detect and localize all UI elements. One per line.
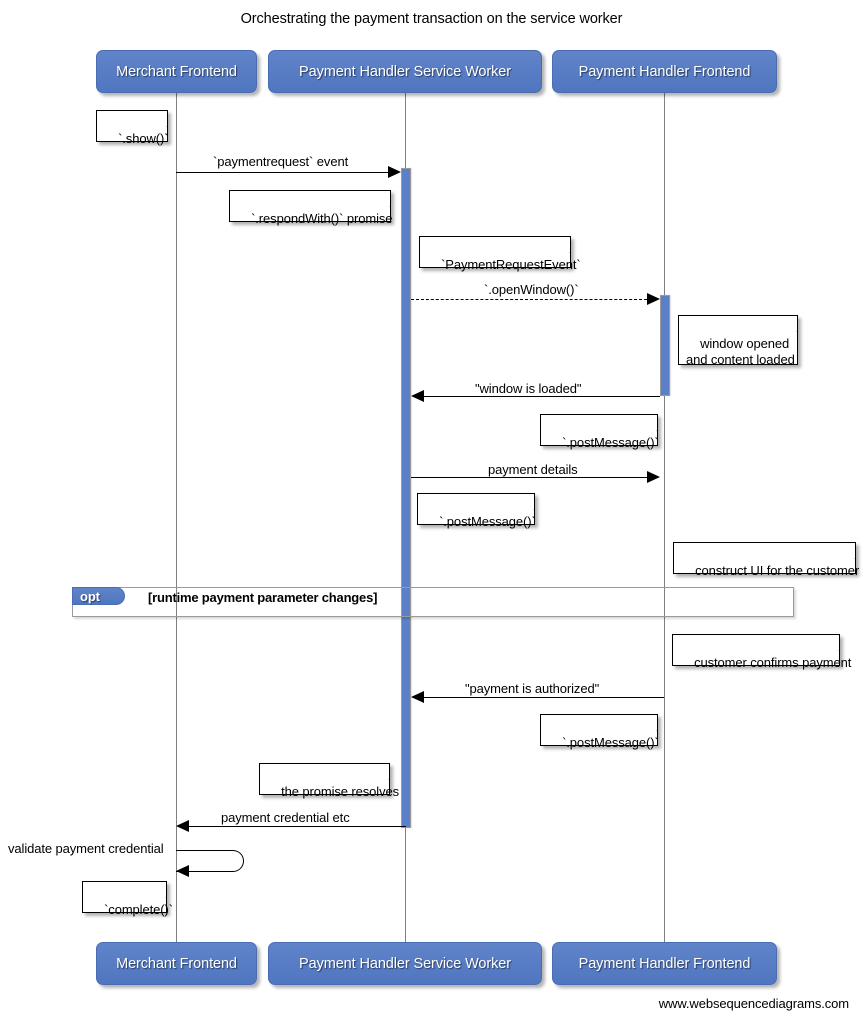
arrow-head-paymentrequest: [388, 165, 401, 178]
note-complete-text: `complete()`: [104, 902, 173, 917]
message-line-payment-credential: [189, 826, 406, 827]
note-customer-confirms: customer confirms payment: [672, 634, 851, 670]
message-label-validate-credential: validate payment credential: [8, 841, 164, 856]
actor-footer-payment-handler-frontend[interactable]: Payment Handler Frontend: [552, 942, 777, 985]
note-fold-icon: [150, 882, 166, 898]
note-postmessage-1: `.postMessage()`: [540, 414, 659, 450]
note-postmessage-2-text: `.postMessage()`: [439, 514, 536, 529]
note-customer-confirms-text: customer confirms payment: [694, 655, 852, 670]
note-show: `.show()`: [96, 110, 169, 146]
message-line-paymentrequest: [176, 172, 388, 173]
actor-header-service-worker[interactable]: Payment Handler Service Worker: [268, 50, 542, 93]
activation-payment-handler-frontend: [660, 295, 670, 396]
note-fold-icon: [554, 237, 570, 253]
note-postmessage-1-text: `.postMessage()`: [562, 435, 659, 450]
lifeline-merchant: [176, 93, 177, 943]
message-label-payment-details: payment details: [488, 462, 578, 477]
fragment-opt-guard: [runtime payment parameter changes]: [148, 590, 378, 605]
page-title: Orchestrating the payment transaction on…: [240, 11, 623, 27]
note-promise-resolves-text: the promise resolves: [281, 784, 400, 799]
message-line-window-is-loaded: [424, 396, 660, 397]
note-fold-icon: [641, 415, 657, 431]
note-fold-icon: [641, 715, 657, 731]
arrow-head-payment-authorized: [411, 690, 424, 703]
message-label-payment-authorized: "payment is authorized": [465, 681, 600, 696]
note-paymentrequestevent-text: `PaymentRequestEvent`: [441, 257, 581, 272]
note-show-text: `.show()`: [118, 131, 169, 146]
note-fold-icon: [839, 543, 855, 559]
note-postmessage-3: `.postMessage()`: [540, 714, 659, 750]
actor-footer-service-worker[interactable]: Payment Handler Service Worker: [268, 942, 542, 985]
arrow-head-validate-credential: [176, 864, 189, 877]
actor-header-service-worker-label: Payment Handler Service Worker: [299, 63, 511, 80]
message-line-payment-authorized: [424, 697, 664, 698]
note-promise-resolves: the promise resolves: [259, 763, 399, 799]
note-fold-icon: [151, 111, 167, 127]
arrow-head-openwindow: [647, 292, 660, 305]
actor-header-payment-handler-frontend-label: Payment Handler Frontend: [578, 63, 751, 80]
note-respondwith: `.respondWith()` promise: [229, 190, 393, 226]
message-label-openwindow: `.openWindow()`: [484, 282, 579, 297]
fragment-opt-operator: opt: [80, 588, 100, 604]
actor-footer-payment-handler-frontend-label: Payment Handler Frontend: [578, 955, 751, 972]
note-fold-icon: [374, 191, 390, 207]
note-respondwith-text: `.respondWith()` promise: [251, 211, 393, 226]
actor-header-merchant[interactable]: Merchant Frontend: [96, 50, 257, 93]
note-construct-ui-text: construct UI for the customer: [695, 563, 860, 578]
note-paymentrequestevent: `PaymentRequestEvent`: [419, 236, 581, 272]
activation-service-worker: [401, 168, 411, 828]
note-complete: `complete()`: [82, 881, 173, 917]
fragment-opt-tab[interactable]: opt: [72, 587, 125, 605]
note-window-opened-text: window opened and content loaded: [686, 336, 795, 367]
message-label-payment-credential: payment credential etc: [221, 810, 350, 825]
arrow-head-payment-credential: [176, 819, 189, 832]
note-fold-icon: [373, 764, 389, 780]
actor-header-payment-handler-frontend[interactable]: Payment Handler Frontend: [552, 50, 777, 93]
message-label-window-is-loaded: "window is loaded": [475, 381, 582, 396]
actor-header-merchant-label: Merchant Frontend: [116, 63, 237, 80]
self-loop-validate-credential: [176, 850, 244, 872]
note-postmessage-2: `.postMessage()`: [417, 493, 536, 529]
arrow-head-window-is-loaded: [411, 389, 424, 402]
note-fold-icon: [518, 494, 534, 510]
actor-footer-merchant-label: Merchant Frontend: [116, 955, 237, 972]
arrow-head-payment-details: [647, 470, 660, 483]
note-fold-icon: [823, 635, 839, 651]
message-line-payment-details: [411, 477, 647, 478]
footer-credit: www.websequencediagrams.com: [658, 996, 849, 1011]
actor-footer-merchant[interactable]: Merchant Frontend: [96, 942, 257, 985]
message-line-openwindow: [411, 299, 647, 300]
note-construct-ui: construct UI for the customer: [673, 542, 859, 578]
note-fold-icon: [781, 316, 797, 332]
lifeline-payment-handler-frontend: [664, 93, 665, 943]
note-window-opened: window opened and content loaded: [678, 315, 798, 367]
actor-footer-service-worker-label: Payment Handler Service Worker: [299, 955, 511, 972]
message-label-paymentrequest: `paymentrequest` event: [213, 154, 349, 169]
note-postmessage-3-text: `.postMessage()`: [562, 735, 659, 750]
